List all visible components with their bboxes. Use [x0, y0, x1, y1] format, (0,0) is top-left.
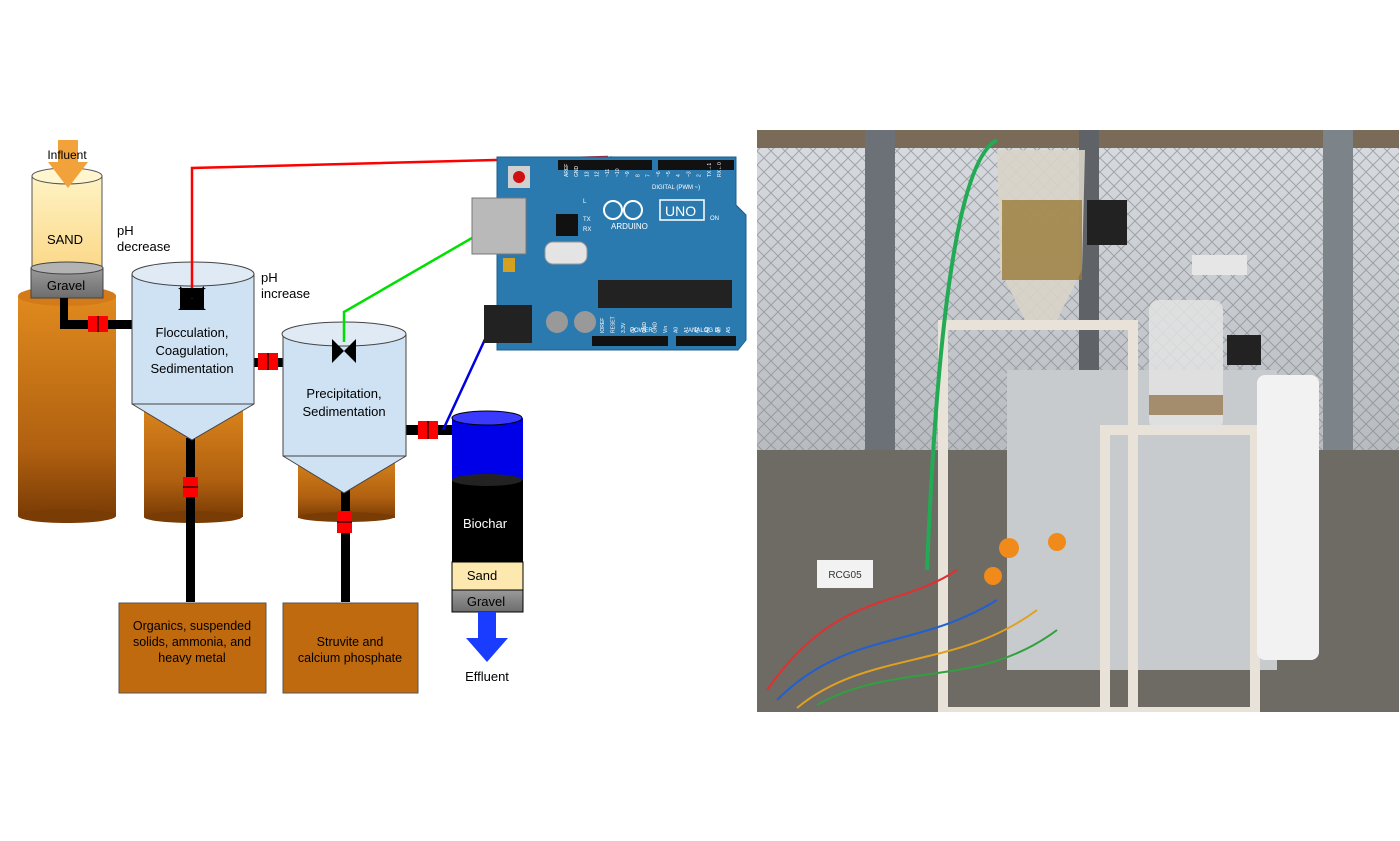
floc-line-2: Coagulation,: [156, 343, 229, 358]
arduino-bottom-pin-label: RESET: [611, 316, 617, 333]
sand-label: SAND: [47, 232, 83, 247]
pump-motor-2: [1227, 335, 1261, 365]
arduino-bottom-pin-label: A5: [726, 327, 732, 333]
floc-line-3: Sedimentation: [150, 361, 233, 376]
wooden-stand-left: [938, 320, 1138, 712]
box1-line-3: heavy metal: [158, 651, 225, 665]
treatment-system-diagram: SAND Gravel Influent Flocculation, Coagu…: [18, 140, 747, 694]
prototype-photo: RCG05: [757, 130, 1399, 712]
arduino-logo-text: ARDUINO: [611, 222, 648, 231]
reactor-vessel-1: [997, 150, 1085, 320]
arduino-model-text: UNO: [665, 203, 696, 219]
reactor-vessel-2: [1149, 300, 1223, 430]
effluent-label: Effluent: [465, 669, 509, 684]
sensor-wiring: [766, 569, 1058, 709]
arduino-top-pin-label: ~11: [605, 169, 611, 177]
arduino-top-pin-label: 4: [676, 174, 682, 177]
arduino-top-pin-label: 13: [584, 171, 590, 177]
box1-line-2: solids, ammonia, and: [133, 635, 251, 649]
arduino-top-pin-label: GND: [574, 166, 580, 178]
arduino-bottom-pin-label: A3: [705, 327, 711, 333]
arduino-top-pin-label: 2: [697, 174, 703, 177]
pipe-valve-ticks: [97, 316, 429, 523]
arduino-bottom-pin-label: A0: [674, 327, 680, 333]
arduino-bottom-pin-label: A4: [716, 327, 722, 333]
power-jack: [484, 305, 532, 343]
arduino-bottom-pin-label: GND: [653, 322, 659, 334]
arduino-top-pin-label: TX→1: [707, 163, 713, 177]
arduino-top-pin-label: 7: [646, 174, 652, 177]
arduino-bottom-pin-label: 3.3V: [621, 322, 627, 333]
arduino-led-label: RX: [583, 227, 591, 233]
arduino-power-text: POWER: [630, 328, 653, 334]
precip-line-1: Precipitation,: [306, 386, 381, 401]
pvc-pipe: [1257, 375, 1319, 660]
box1-line-1: Organics, suspended: [133, 619, 251, 633]
arduino-header-top: [558, 160, 734, 170]
precip-line-2: Sedimentation: [302, 404, 385, 419]
orange-sensors: [984, 533, 1066, 585]
arduino-analog-text: ANALOG IN: [688, 328, 721, 334]
arduino-led-label: TX: [583, 217, 591, 223]
biochar-filter-column: [451, 410, 524, 613]
effluent-arrow-icon: [466, 612, 508, 662]
box2-line-1: Struvite and: [317, 635, 384, 649]
arduino-top-pin-label: 12: [595, 171, 601, 177]
arduino-top-pin-label: ~5: [666, 171, 672, 177]
ph-increase-line-2: increase: [261, 286, 310, 301]
arduino-top-pin-label: ~6: [656, 171, 662, 177]
sticker-text: RCG05: [828, 570, 862, 581]
arduino-led-label: ON: [710, 216, 719, 222]
ph-decrease-line-1: pH: [117, 223, 134, 238]
valve-icon-2: [332, 339, 356, 363]
red-wire: [190, 155, 609, 292]
arduino-top-pin-label: ~3: [686, 171, 692, 177]
arduino-header-bottom: [592, 336, 736, 346]
arduino-led-label: L: [583, 199, 587, 205]
sludge-box-1: [118, 602, 267, 694]
arduino-digital-text: DIGITAL (PWM ~): [652, 185, 700, 191]
gravel-label-top: Gravel: [47, 278, 85, 293]
arduino-top-pin-label: ~9: [625, 171, 631, 177]
gravel-label-filter: Gravel: [467, 594, 505, 609]
valve-icon-1: [178, 286, 206, 310]
ph-increase-line-1: pH: [261, 270, 278, 285]
arduino-bottom-pin-label: A1: [684, 327, 690, 333]
biochar-label: Biochar: [463, 516, 508, 531]
arduino-top-pin-label: ~10: [615, 168, 621, 177]
floc-line-1: Flocculation,: [156, 325, 229, 340]
influent-label: Influent: [47, 148, 87, 162]
arduino-bottom-pin-label: GND: [642, 322, 648, 334]
storage-tank: [1007, 370, 1277, 670]
arduino-top-pin-label: AREF: [564, 164, 570, 177]
ph-decrease-line-2: decrease: [117, 239, 170, 254]
sludge-box-2: [282, 602, 419, 694]
arduino-board: [471, 156, 747, 351]
pump-motor-1: [1087, 200, 1127, 245]
base-column-1: [18, 286, 116, 523]
arduino-bottom-pin-label: A2: [695, 327, 701, 333]
arduino-bottom-pin-label: 5V: [632, 326, 638, 333]
arduino-bottom-pin-label: Vin: [663, 326, 669, 333]
arduino-top-pin-label: RX←0: [717, 162, 723, 177]
sand-label-filter: Sand: [467, 568, 497, 583]
sticker: [817, 560, 873, 588]
green-tube: [925, 138, 999, 571]
arduino-bottom-pin-label: IOREF: [600, 318, 606, 333]
influent-arrow-icon: [48, 140, 88, 188]
arduino-top-pin-label: 8: [635, 174, 641, 177]
box2-line-2: calcium phosphate: [298, 651, 402, 665]
usb-port: [471, 197, 527, 255]
